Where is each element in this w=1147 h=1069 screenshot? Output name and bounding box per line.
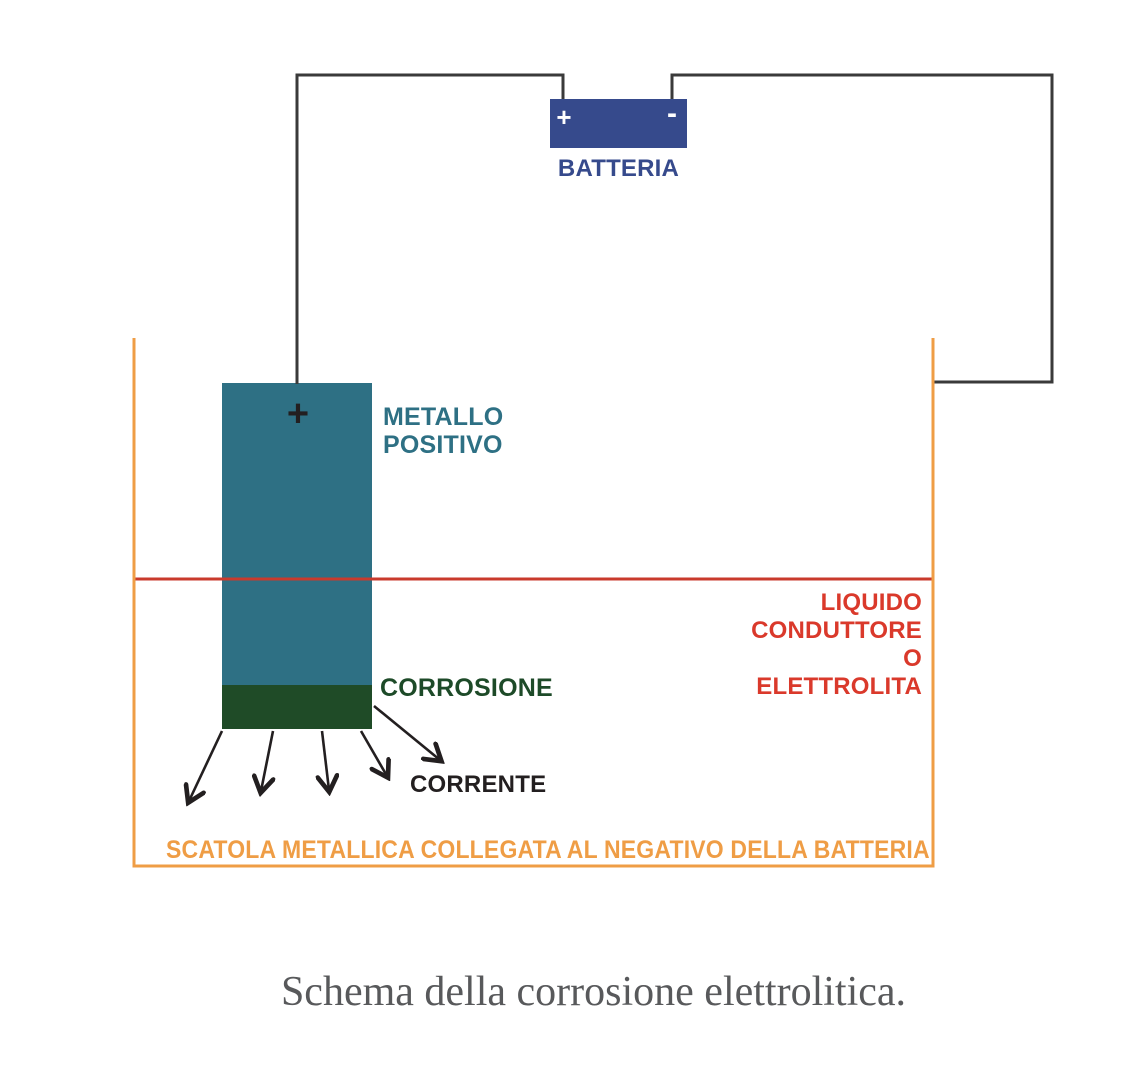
caption: Schema della corrosione elettrolitica. (280, 969, 907, 1015)
current-arrow-3 (322, 730, 329, 790)
metal-label-line1: METALLO (383, 403, 504, 431)
electrolyte-label-line2: CONDUTTORE (751, 617, 922, 644)
tank-label: SCATOLA METALLICA COLLEGATA AL NEGATIVO … (166, 836, 930, 864)
electrode-plus-sign: + (286, 393, 310, 435)
metal-label-line2: POSITIVO (383, 431, 503, 459)
current-arrow-1 (189, 730, 224, 801)
current-arrow-5 (373, 704, 440, 760)
current-label: CORRENTE (410, 771, 547, 798)
wire-left (295, 73, 565, 384)
electrolyte-label-line1: LIQUIDO (820, 589, 922, 616)
metal-positive-label: METALLO POSITIVO (383, 403, 503, 459)
tank-outline (132, 338, 935, 868)
battery-body (550, 99, 687, 148)
current-arrow-4 (359, 730, 387, 776)
battery-label: BATTERIA (557, 155, 680, 182)
corrosion-label: CORROSIONE (380, 674, 553, 702)
corrosion-layer (222, 685, 372, 729)
battery-plus-terminal: + (556, 102, 572, 132)
metal-electrode (222, 383, 372, 685)
wire-right (670, 73, 1054, 384)
electrolyte-label: LIQUIDO CONDUTTORE O ELETTROLITA (751, 589, 922, 701)
electrolyte-label-line4: ELETTROLITA (756, 673, 922, 700)
current-arrow-2 (261, 730, 273, 791)
battery-minus-terminal: - (667, 97, 677, 130)
corrosion-arrows (189, 704, 440, 801)
electrolyte-label-line3: O (903, 645, 922, 672)
